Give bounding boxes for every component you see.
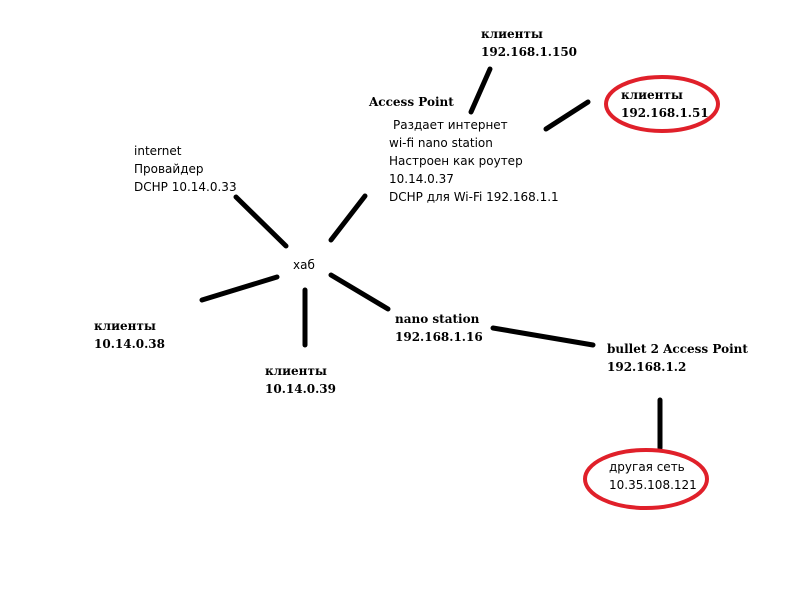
link-internet-hub [233, 194, 289, 249]
internet-label: internet [134, 144, 182, 158]
link-hub-nano-station [328, 272, 391, 312]
node-nano-station: nano station 192.168.1.16 [395, 310, 483, 346]
highlight-circle-clients [604, 75, 720, 133]
node-access-point-desc: Раздает интернет wi-fi nano station Наст… [389, 116, 559, 206]
ap-desc-line-5: DCHP для Wi-Fi 192.168.1.1 [389, 190, 559, 204]
node-clients-top: клиенты 192.168.1.150 [481, 25, 577, 61]
provider-label: Провайдер [134, 162, 204, 176]
clients-left-name: клиенты [94, 319, 156, 333]
node-other-net: другая сеть 10.35.108.121 [609, 458, 697, 494]
other-net-name: другая сеть [609, 460, 685, 474]
link-ap-hub [328, 193, 368, 243]
bullet-ip: 192.168.1.2 [607, 360, 687, 374]
clients-top-name: клиенты [481, 27, 543, 41]
ap-desc-line-4: 10.14.0.37 [389, 172, 454, 186]
bullet-name: bullet 2 Access Point [607, 342, 748, 356]
link-ap-clients-top [468, 66, 493, 115]
access-point-title: Access Point [369, 95, 454, 109]
provider-dhcp-label: DCHP 10.14.0.33 [134, 180, 237, 194]
link-hub-clients-left [199, 274, 280, 303]
node-access-point-title: Access Point [369, 93, 454, 111]
ap-desc-line-1: Раздает интернет [393, 118, 508, 132]
clients-bottom-name: клиенты [265, 364, 327, 378]
node-clients-circled: клиенты 192.168.1.51 [621, 86, 709, 122]
node-internet: internet Провайдер DCHP 10.14.0.33 [134, 142, 237, 196]
node-clients-bottom: клиенты 10.14.0.39 [265, 362, 336, 398]
clients-top-ip: 192.168.1.150 [481, 45, 578, 59]
ap-desc-line-2: wi-fi nano station [389, 136, 493, 150]
link-ap-clients-circled [543, 99, 591, 132]
node-hub: хаб [293, 256, 315, 274]
link-nano-bullet [490, 325, 596, 348]
nano-station-name: nano station [395, 312, 480, 326]
clients-left-ip: 10.14.0.38 [94, 337, 165, 351]
clients-bottom-ip: 10.14.0.39 [265, 382, 336, 396]
node-clients-left: клиенты 10.14.0.38 [94, 317, 165, 353]
ap-desc-line-3: Настроен как роутер [389, 154, 523, 168]
hub-label: хаб [293, 258, 315, 272]
nano-station-ip: 192.168.1.16 [395, 330, 483, 344]
other-net-ip: 10.35.108.121 [609, 478, 697, 492]
clients-circled-ip: 192.168.1.51 [621, 106, 709, 120]
node-bullet: bullet 2 Access Point 192.168.1.2 [607, 340, 748, 376]
clients-circled-name: клиенты [621, 88, 683, 102]
highlight-circle-other-net [583, 448, 709, 510]
